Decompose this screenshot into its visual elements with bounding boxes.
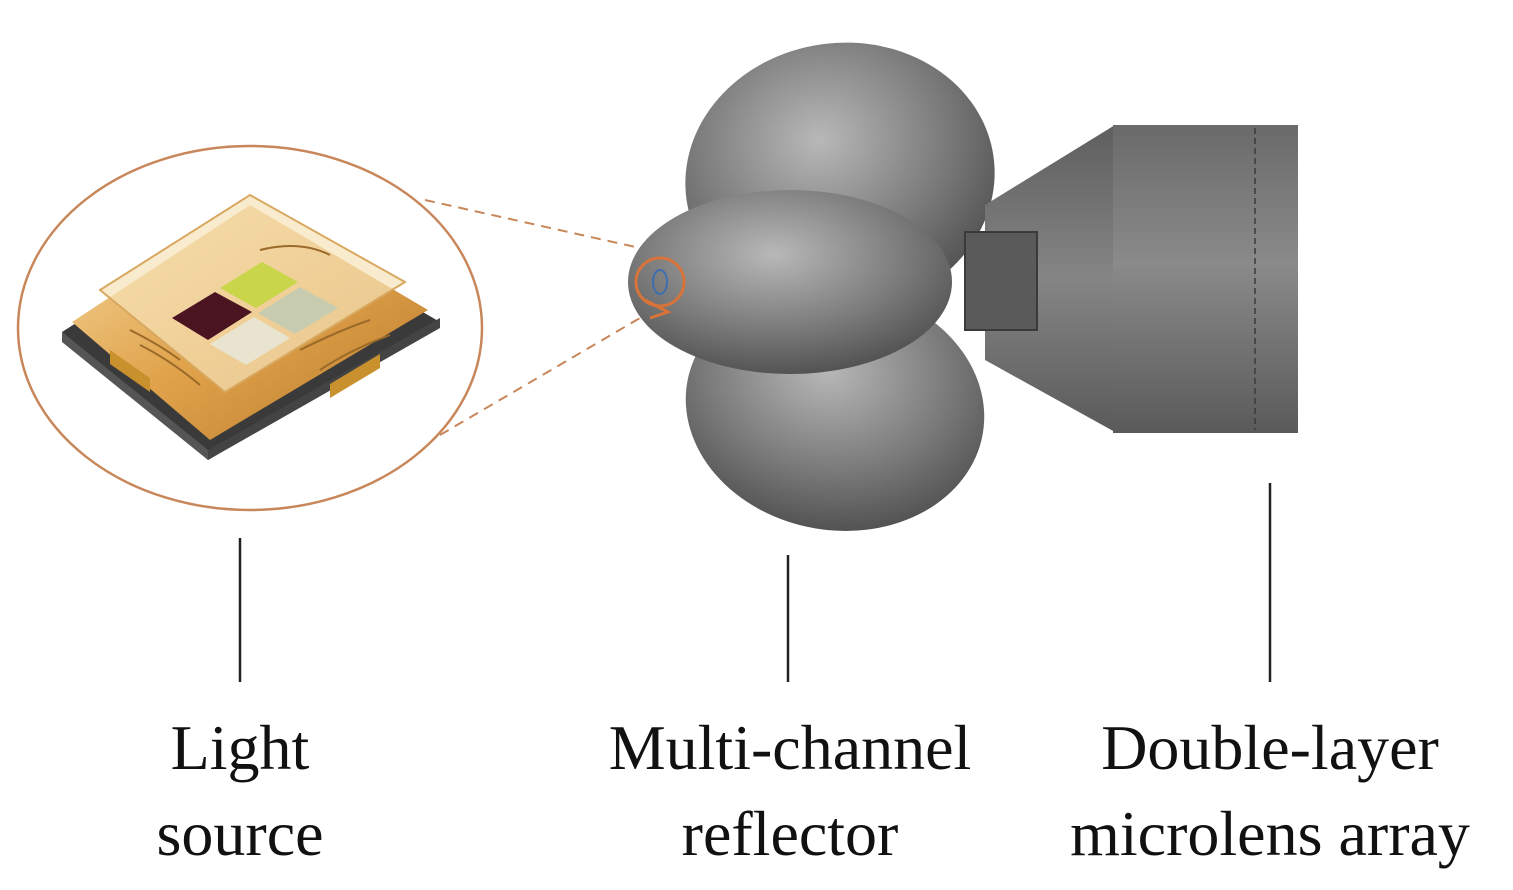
label-reflector-line1: Multi-channel [608,712,972,783]
cone-body [985,125,1115,432]
led-chip-green [220,262,298,308]
source-marker [634,256,686,308]
multi-channel-reflector [628,42,995,531]
led-traces [129,245,391,386]
label-microlens-array: Double-layer microlens array [1030,705,1510,877]
label-light-source-line2: source [156,798,324,869]
led-pad-left [110,350,150,392]
led-package-image [62,193,440,460]
callout-dash-top [424,199,641,249]
led-chip-red [172,292,252,340]
label-reflector-line2: reflector [681,798,899,869]
label-light-source-line1: Light [170,712,310,783]
led-chip-pale [258,287,338,334]
callout-ellipse [16,144,484,512]
double-layer-microlens-array [964,125,1298,433]
label-microlens-line1: Double-layer [1101,712,1439,783]
led-base-front [208,318,440,460]
led-pad-right [330,354,380,398]
microlens-cylinder [1113,125,1298,433]
label-reflector: Multi-channel reflector [560,705,1020,877]
label-microlens-line2: microlens array [1070,798,1470,869]
source-marker-inner [652,269,668,295]
source-marker-arrow [644,298,672,320]
reflector-lobe-middle [628,190,952,374]
callout-dash-bottom [439,317,641,436]
light-source-callout [16,144,641,512]
coupler-block [964,231,1038,331]
label-light-source: Light source [110,705,370,877]
led-base-side [62,332,208,460]
led-chip-light [210,317,290,365]
